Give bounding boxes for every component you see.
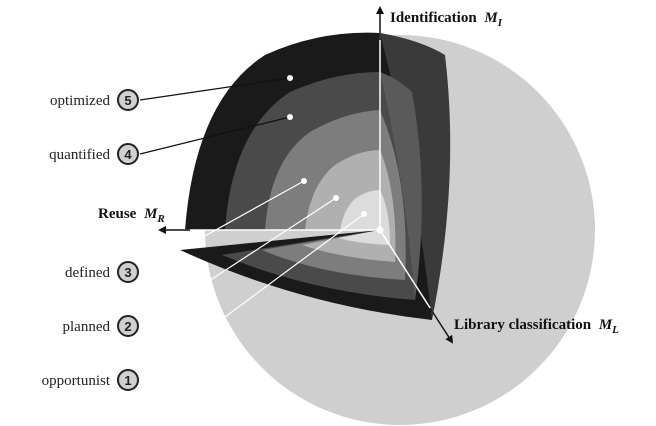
- level-badge: [117, 261, 139, 283]
- leader-dot-1: [361, 211, 367, 217]
- leader-level-5: [139, 77, 291, 101]
- level-number: 1: [124, 373, 131, 388]
- axis-subscript: L: [611, 324, 619, 336]
- leader-dot-2: [333, 195, 339, 201]
- axis-symbol: M: [483, 10, 498, 26]
- axis-label-identification: Identification MI: [390, 10, 503, 29]
- leader-level-1: [139, 213, 365, 381]
- level-badge: [117, 143, 139, 165]
- level-3-group: defined 3: [65, 261, 139, 283]
- axis-label-library: Library classification ML: [454, 317, 619, 336]
- axis-name: Reuse: [98, 206, 137, 222]
- axis-name: Identification: [390, 10, 477, 26]
- leader-level-4: [139, 116, 291, 155]
- level-label: optimized: [50, 93, 110, 109]
- level-5-group: optimized 5: [50, 89, 139, 111]
- axis-subscript: R: [156, 213, 164, 225]
- level-label: defined: [65, 265, 110, 281]
- leader-level-3: [139, 180, 305, 273]
- axis-library-end: [429, 307, 454, 344]
- leader-dot-3: [301, 178, 307, 184]
- level-number: 3: [124, 265, 131, 280]
- leader-dot-5: [287, 75, 293, 81]
- axis-label-reuse: Reuse MR: [98, 206, 165, 225]
- axis-subscript: I: [497, 17, 503, 29]
- shell-level-4-side: [380, 72, 422, 300]
- level-4-group: quantified 4: [49, 143, 139, 165]
- level-label: quantified: [49, 147, 110, 163]
- level-badge: [117, 315, 139, 337]
- leader-level-2: [139, 197, 337, 327]
- level-badge: [117, 369, 139, 391]
- axis-name: Library classification: [454, 317, 592, 333]
- leader-dot-4: [287, 114, 293, 120]
- level-badge: [117, 89, 139, 111]
- level-number: 5: [124, 93, 131, 108]
- level-2-group: planned 2: [63, 315, 139, 337]
- level-number: 2: [124, 319, 131, 334]
- level-number: 4: [124, 147, 132, 162]
- origin-dot: [376, 226, 384, 234]
- level-1-group: opportunist 1: [42, 369, 139, 391]
- level-label: planned: [63, 319, 111, 335]
- axis-symbol: M: [143, 206, 158, 222]
- level-label: opportunist: [42, 373, 111, 389]
- axis-symbol: M: [598, 317, 613, 333]
